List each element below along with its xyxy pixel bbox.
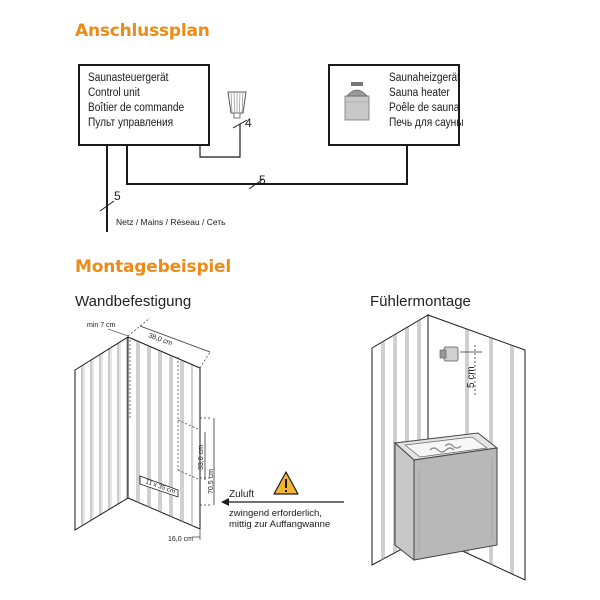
control-unit-label: Saunasteuergerät Control unit Boîtier de… [88, 71, 184, 131]
sauna-heater-unit [393, 432, 499, 562]
guide-line-3 [177, 419, 201, 431]
air-inlet-label: Zuluft [229, 489, 254, 500]
heater-cable-cores: 5 [259, 173, 266, 187]
guide-line-4 [177, 469, 201, 481]
heater-wire [126, 145, 408, 185]
sensor-cable-cores: 4 [245, 116, 252, 130]
wall-bracket [139, 475, 179, 498]
wall-sensor [439, 346, 459, 362]
dim-sensor-offset: 5 cm [466, 366, 477, 388]
control-unit-label-en: Control unit [88, 87, 140, 99]
mains-cable-cores: 5 [114, 189, 121, 203]
sensor-icon [227, 91, 247, 119]
mains-label: Netz / Mains / Réseau / Сеть [116, 217, 226, 227]
sensor-mounting-title: Fühlermontage [370, 293, 471, 310]
air-inlet-note-1: zwingend erforderlich, [229, 508, 322, 519]
heater-wire-tick [248, 178, 264, 190]
mains-wire-tick [99, 200, 115, 212]
dim-bottom: 16,0 cm [168, 536, 193, 543]
sauna-heater-label-ru: Печь для сауны [389, 117, 464, 129]
sensor-wire-tick [232, 119, 248, 129]
wiring-plan-heading: Anschlussplan [75, 21, 210, 41]
control-unit-label-de: Saunasteuergerät [88, 72, 169, 84]
sauna-heater-label-en: Sauna heater [389, 87, 450, 99]
control-unit-label-ru: Пульт управления [88, 117, 174, 129]
sauna-heater-label: Saunaheizgerät Sauna heater Poêle de sau… [389, 71, 464, 131]
sauna-heater-label-de: Saunaheizgerät [389, 72, 460, 84]
sensor-wire [199, 124, 241, 158]
heater-icon [344, 82, 370, 121]
dim-hole-spacing: 33,0 cm [198, 445, 205, 470]
width-dimension [139, 325, 211, 353]
sauna-heater-label-fr: Poêle de sauna [389, 102, 460, 114]
dim-height: 70,5 cm [208, 469, 215, 494]
dim-min-gap: min 7 cm [87, 322, 116, 329]
wall-mounting-title: Wandbefestigung [75, 293, 192, 310]
control-unit-label-fr: Boîtier de commande [88, 102, 185, 114]
warning-icon [273, 471, 299, 495]
mounting-example-heading: Montagebeispiel [75, 257, 231, 277]
air-inlet-note-2: mittig zur Auffangwanne [229, 519, 330, 530]
control-unit-box [78, 64, 210, 146]
